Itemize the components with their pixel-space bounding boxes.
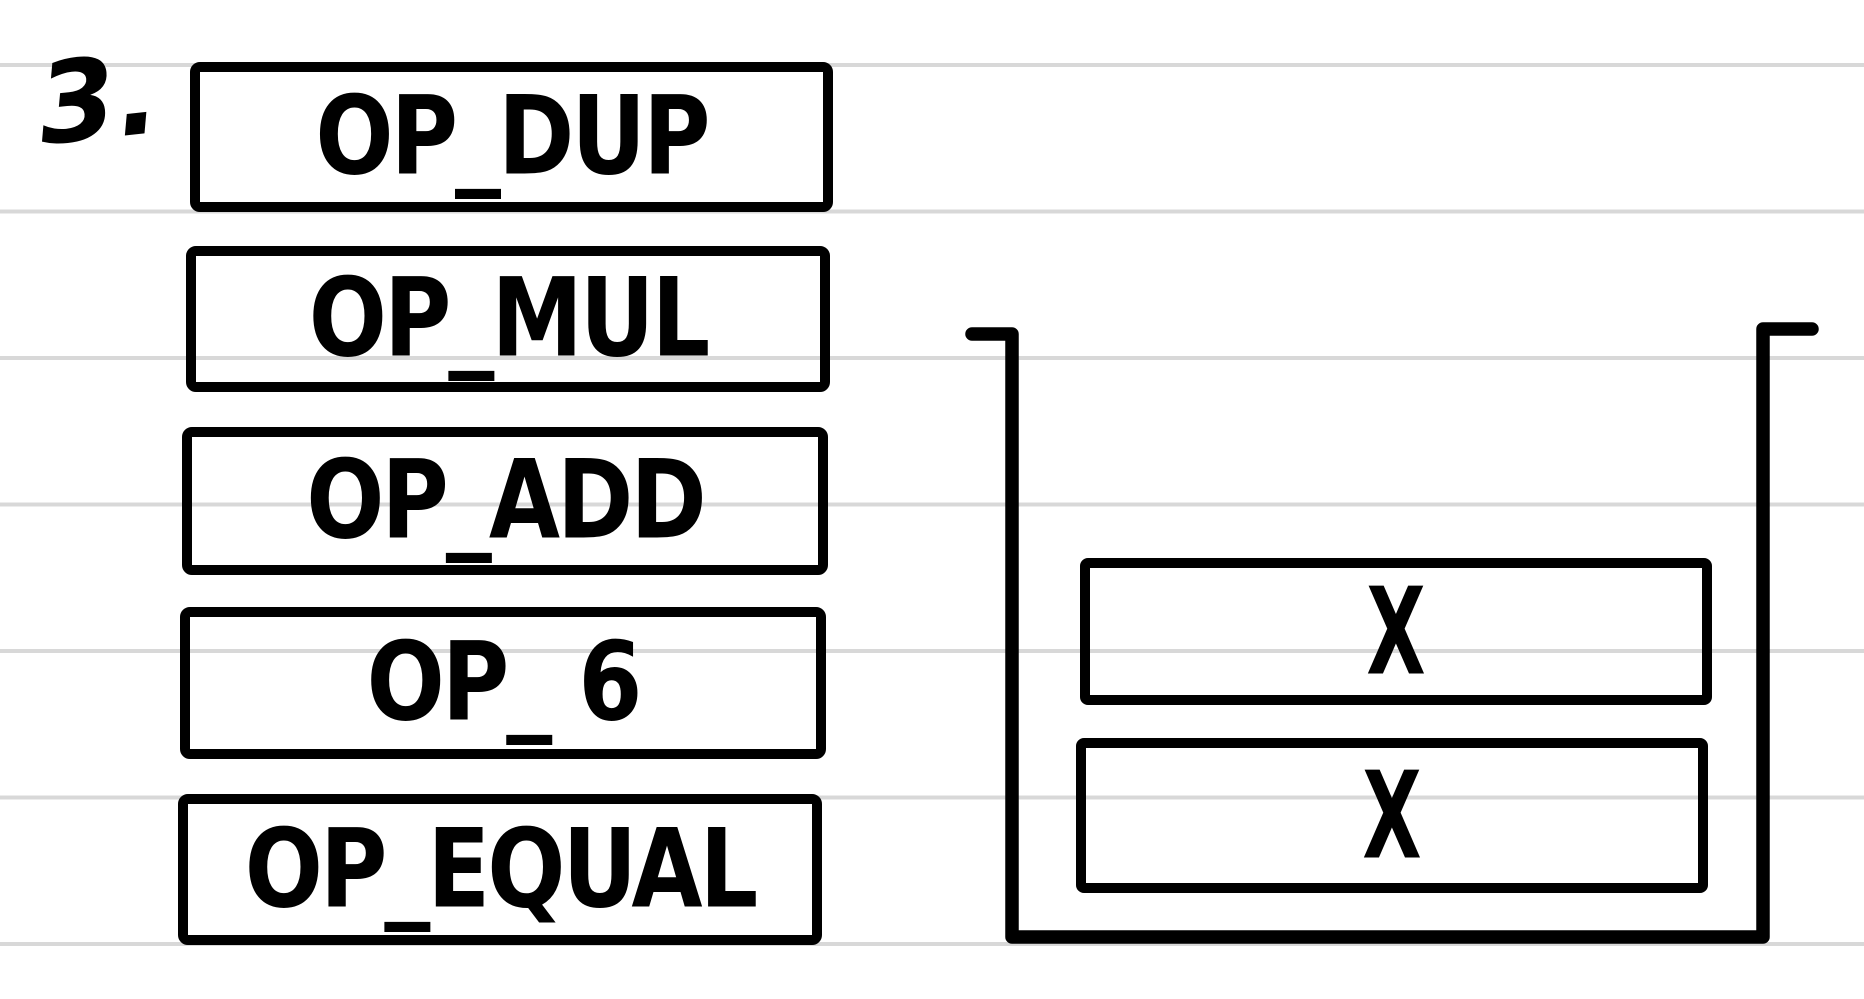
stack-item-label: X [1362,745,1422,886]
stack-container-bracket [965,322,1819,944]
bracket-stroke [965,322,1819,944]
script-op-box: OP_ADD [182,427,828,575]
stack-item-box: X [1076,738,1708,893]
script-op-box: OP_DUP [190,62,833,212]
script-op-label: OP_MUL [308,255,711,382]
stack-item-box: X [1080,558,1712,705]
script-op-label: OP_EQUAL [244,805,758,933]
script-op-label: OP_ 6 [366,619,643,746]
script-op-box: OP_ 6 [180,607,826,759]
step-number-label: 3. [31,29,165,171]
script-op-label: OP_DUP [315,73,710,200]
stack-item-label: X [1366,561,1426,702]
script-op-box: OP_MUL [186,246,830,392]
script-op-box: OP_EQUAL [178,794,822,945]
script-op-label: OP_ADD [306,437,707,564]
